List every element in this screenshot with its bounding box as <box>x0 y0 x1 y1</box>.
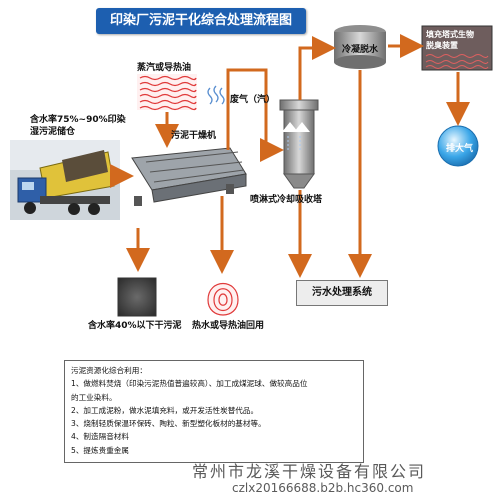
notes-item: 2、加工成泥粉，做水泥填充料，或开发活性炭替代品。 <box>71 405 259 415</box>
steam-heater-icon <box>137 74 197 111</box>
company-name: 常州市龙溪干燥设备有限公司 <box>192 462 427 481</box>
deodorizer-label-line2: 脱臭装置 <box>426 41 458 50</box>
notes-heading: 污泥资源化综合利用： <box>71 366 147 375</box>
diagram-title: 印染厂污泥干化综合处理流程图 <box>96 8 306 34</box>
flow-arrows <box>110 34 470 278</box>
steam-oil-label: 蒸汽或导热油 <box>137 63 192 73</box>
atmosphere-label: 排大气 <box>446 144 474 154</box>
wastewater-box: 污水处理系统 <box>296 280 388 306</box>
notes-item: 的工业染料。 <box>71 392 117 402</box>
sludge-dryer-icon <box>131 147 247 206</box>
deodorizer-label-line1: 填充塔式生物 <box>426 30 474 39</box>
exhaust-steam-icon <box>207 85 225 105</box>
wet-sludge-label-line2: 湿污泥储仓 <box>30 127 76 137</box>
exhaust-label: 废气（汽） <box>230 95 276 105</box>
dryer-label: 污泥干燥机 <box>171 131 217 141</box>
dry-sludge-icon <box>117 277 157 317</box>
company-url: czlx20166688.b2b.hc360.com <box>232 481 414 495</box>
notes-item: 5、提炼贵重金属 <box>71 445 129 455</box>
spray-tower-icon <box>279 99 319 189</box>
atmosphere-ball-icon <box>437 125 479 167</box>
heat-reuse-label: 热水或导热油回用 <box>192 321 265 331</box>
spray-tower-label: 喷淋式冷却吸收塔 <box>250 195 323 205</box>
notes-item: 1、做燃料焚烧（印染污泥热值普遍较高）、加工成煤泥球、做较高品位 <box>71 379 308 389</box>
heat-reuse-icon <box>207 283 239 316</box>
dump-truck-icon <box>10 140 120 220</box>
notes-item: 3、烧制轻质保温环保砖、陶粒、新型塑化板材的基材等。 <box>71 419 266 429</box>
notes-item: 4、制造隔音材料 <box>71 432 129 442</box>
dry-sludge-label: 含水率40%以下干污泥 <box>88 321 182 331</box>
resource-notes-box: 污泥资源化综合利用： 1、做燃料焚烧（印染污泥热值普遍较高）、加工成煤泥球、做较… <box>64 360 364 463</box>
wet-sludge-label-line1: 含水率75%~90%印染 <box>30 115 126 125</box>
condenser-label: 冷凝脱水 <box>342 45 379 55</box>
condenser-tank-icon <box>334 25 386 69</box>
